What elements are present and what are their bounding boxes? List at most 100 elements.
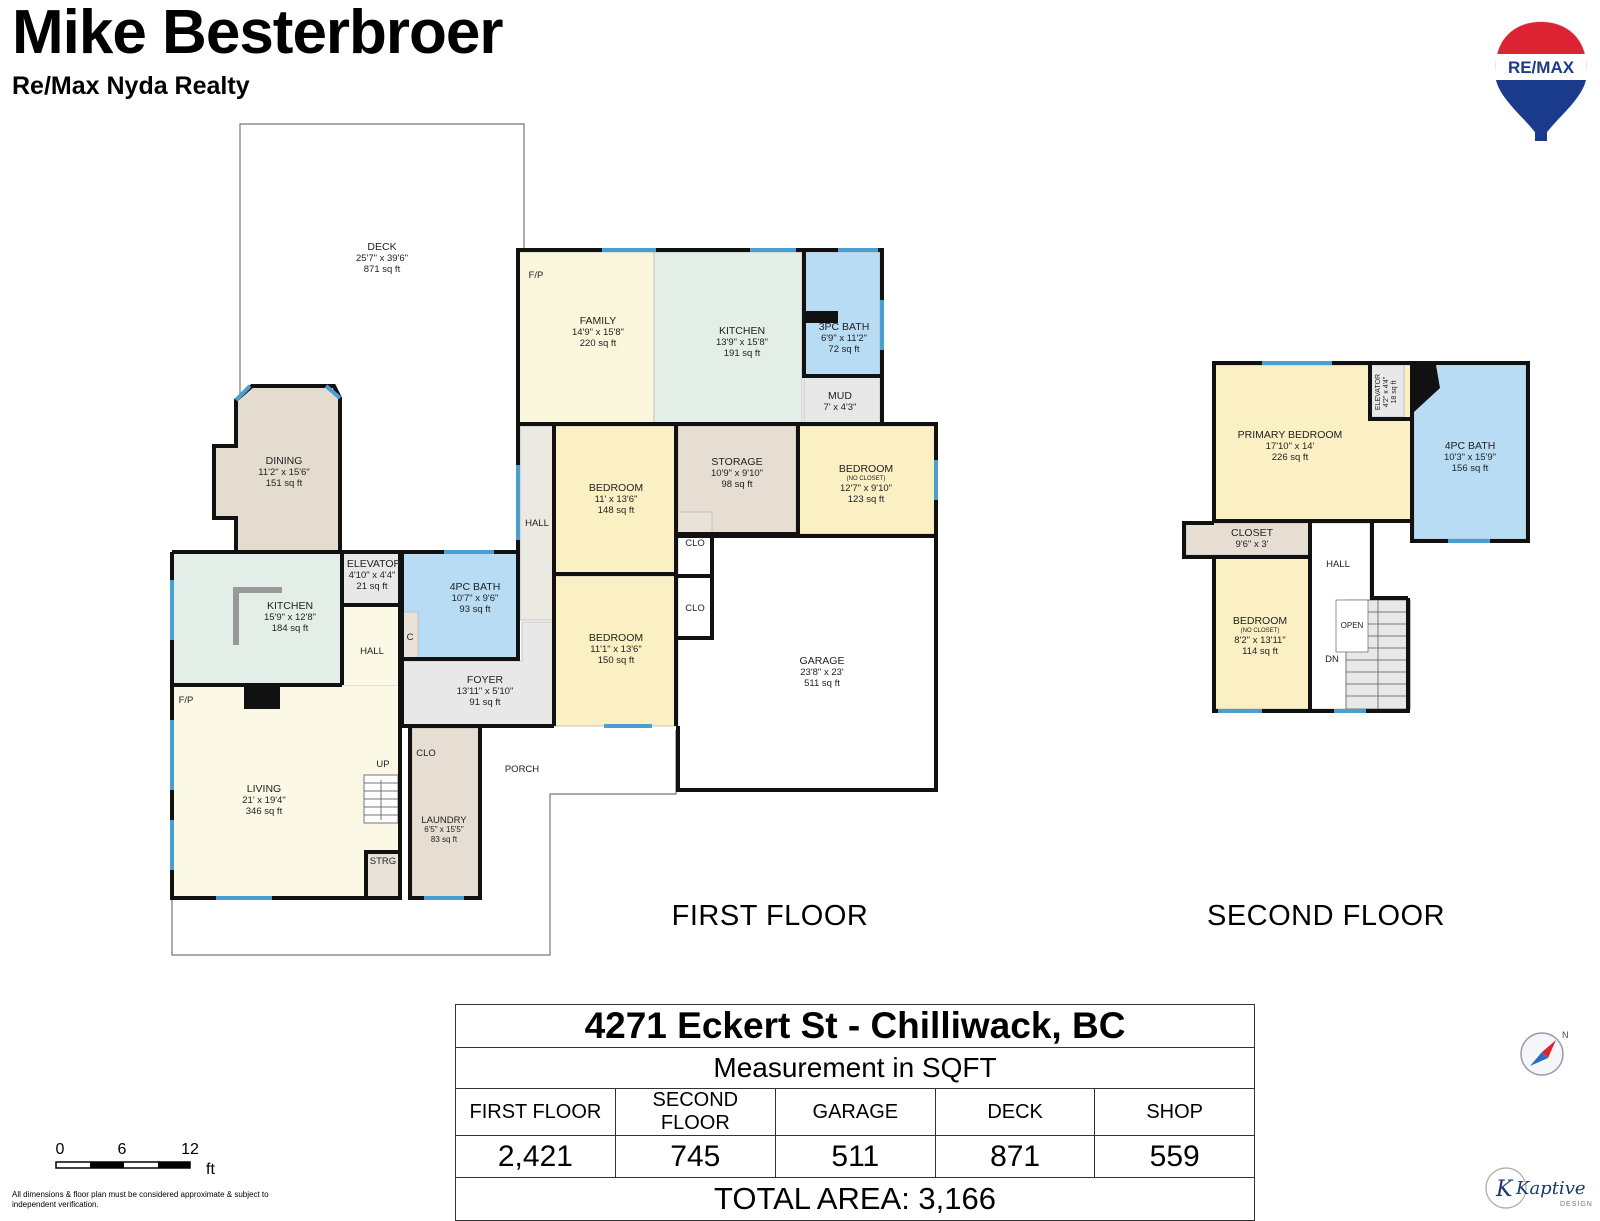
svg-text:7' x 4'3": 7' x 4'3" [824, 402, 857, 413]
svg-text:(NO CLOSET): (NO CLOSET) [1241, 628, 1280, 634]
compass-icon: N [1520, 1030, 1569, 1076]
svg-text:10'9" x 9'10": 10'9" x 9'10" [711, 468, 763, 479]
label-garage: GARAGE [800, 655, 845, 667]
scale-bar: 0 6 12 ft [55, 1141, 215, 1178]
label-laundry: LAUNDRY [421, 815, 467, 826]
svg-text:21 sq ft: 21 sq ft [356, 581, 388, 592]
svg-text:83 sq ft: 83 sq ft [431, 835, 458, 844]
tag-porch: PORCH [505, 764, 539, 775]
label-elevator-1: ELEVATOR [347, 558, 402, 570]
svg-text:151 sq ft: 151 sq ft [266, 478, 303, 489]
stairs-up [363, 774, 399, 824]
windows-up [1218, 361, 1490, 713]
tag-c: C [407, 632, 414, 643]
second-floor-walls [1182, 361, 1530, 713]
tag-dn: DN [1325, 654, 1339, 665]
value-second-floor: 745 [614, 1135, 776, 1178]
fireplace-bath [806, 311, 838, 323]
svg-text:123 sq ft: 123 sq ft [848, 494, 885, 505]
svg-text:72 sq ft: 72 sq ft [828, 344, 860, 355]
label-deck: DECK [367, 241, 396, 253]
svg-text:11'1" x 13'6": 11'1" x 13'6" [590, 644, 641, 655]
svg-text:17'10" x 14': 17'10" x 14' [1266, 441, 1315, 452]
svg-text:871 sq ft: 871 sq ft [364, 264, 401, 275]
stair-opening [1335, 599, 1369, 653]
svg-text:114 sq ft: 114 sq ft [1242, 646, 1278, 657]
label-3pc-bath: 3PC BATH [819, 321, 870, 333]
label-primary-bedroom: PRIMARY BEDROOM [1238, 429, 1343, 441]
header-first-floor: FIRST FLOOR [455, 1088, 616, 1136]
header-second-floor: SECOND FLOOR [614, 1088, 776, 1136]
svg-text:6'5" x 15'5": 6'5" x 15'5" [424, 825, 464, 834]
header-garage: GARAGE [774, 1088, 936, 1136]
room-bedroom-c [553, 575, 677, 727]
svg-text:91 sq ft: 91 sq ft [469, 697, 501, 708]
measurement-unit: Measurement in SQFT [455, 1047, 1255, 1089]
windows [170, 248, 938, 900]
label-closet-up: CLOSET [1231, 527, 1274, 539]
svg-text:K: K [1495, 1177, 1514, 1202]
svg-text:220 sq ft: 220 sq ft [580, 338, 617, 349]
room-hall-vertical [519, 425, 555, 621]
svg-text:148 sq ft: 148 sq ft [598, 505, 635, 516]
svg-text:8'2" x 13'11": 8'2" x 13'11" [1234, 635, 1285, 646]
svg-text:4'2" x 4'4": 4'2" x 4'4" [1383, 376, 1390, 407]
room-kitchen-main [653, 251, 803, 425]
label-kitchen-lower: KITCHEN [267, 600, 313, 612]
label-mud: MUD [828, 390, 852, 402]
header-deck: DECK [934, 1088, 1096, 1136]
svg-text:13'9" x 15'8": 13'9" x 15'8" [716, 337, 768, 348]
label-storage: STORAGE [711, 456, 762, 468]
label-elevator-2: ELEVATOR [1375, 374, 1382, 410]
scale-tick-0: 0 [56, 1141, 65, 1158]
tag-fp-family: F/P [529, 270, 544, 281]
room-bedroom-a [553, 425, 677, 575]
second-floor-title: SECOND FLOOR [1207, 900, 1445, 932]
svg-text:14'9" x 15'8": 14'9" x 15'8" [572, 327, 624, 338]
tag-hall-living: HALL [360, 646, 384, 657]
tag-clo-1: CLO [685, 538, 705, 549]
tag-clo-laundry: CLO [416, 748, 436, 759]
svg-text:11' x 13'6": 11' x 13'6" [595, 494, 638, 505]
label-family: FAMILY [580, 315, 617, 327]
tag-fp-living: F/P [179, 695, 194, 706]
value-shop: 559 [1094, 1135, 1255, 1178]
tag-hall-up: HALL [1326, 559, 1350, 570]
svg-text:N: N [1562, 1030, 1569, 1040]
tag-hall-vertical: HALL [525, 518, 549, 529]
svg-text:346 sq ft: 346 sq ft [246, 806, 283, 817]
svg-text:511 sq ft: 511 sq ft [804, 678, 840, 689]
kaptive-design-logo: K Kaptive DESIGN [1485, 1167, 1592, 1209]
label-bedroom-b: BEDROOM [839, 463, 893, 475]
shaft [1414, 365, 1440, 412]
svg-text:226 sq ft: 226 sq ft [1272, 452, 1309, 463]
svg-text:25'7" x 39'6": 25'7" x 39'6" [356, 253, 408, 264]
label-dining: DINING [266, 455, 303, 467]
remax-balloon-logo: RE/MAX [1495, 21, 1587, 141]
svg-text:184 sq ft: 184 sq ft [272, 623, 309, 634]
svg-text:12'7" x 9'10": 12'7" x 9'10" [840, 483, 892, 494]
room-garage [677, 535, 937, 791]
label-bedroom-c: BEDROOM [589, 632, 643, 644]
area-summary-table: 4271 Eckert St - Chilliwack, BC Measurem… [455, 1004, 1255, 1221]
logo-text: RE/MAX [1508, 58, 1575, 77]
header-shop: SHOP [1094, 1088, 1255, 1136]
svg-text:191 sq ft: 191 sq ft [724, 348, 761, 359]
property-address: 4271 Eckert St - Chilliwack, BC [455, 1004, 1255, 1048]
scale-unit: ft [206, 1161, 215, 1178]
svg-text:(NO CLOSET): (NO CLOSET) [847, 476, 886, 482]
label-bedroom-a: BEDROOM [589, 482, 643, 494]
label-living: LIVING [247, 783, 281, 795]
first-floor-title: FIRST FLOOR [672, 900, 869, 932]
tag-up: UP [376, 759, 389, 770]
room-mud [803, 375, 881, 425]
room-4pc-bath [401, 552, 519, 660]
svg-text:4'10" x 4'4": 4'10" x 4'4" [349, 570, 396, 581]
room-labels: DECK 25'7" x 39'6" 871 sq ft FAMILY 14'9… [179, 241, 1496, 932]
room-living [171, 684, 401, 899]
tag-clo-2: CLO [685, 603, 705, 614]
agent-name: Mike Besterbroer [12, 0, 504, 67]
brokerage-name: Re/Max Nyda Realty [12, 72, 250, 100]
tag-open: OPEN [1341, 621, 1364, 630]
